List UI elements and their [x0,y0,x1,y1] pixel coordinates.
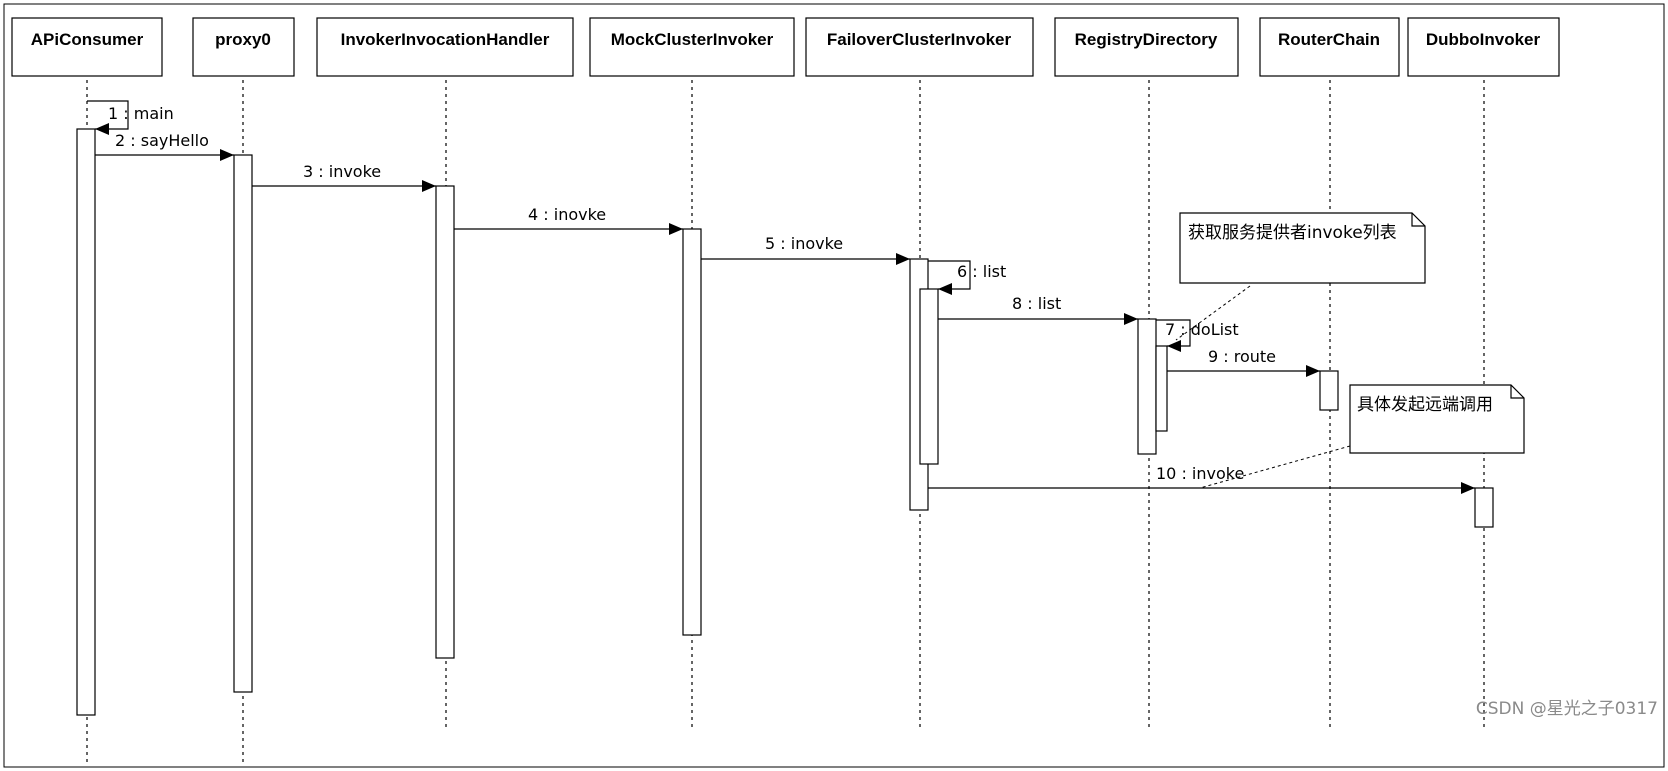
message-label-m10: 10 : invoke [1156,464,1244,483]
participant-box-invokerinvocationhandler [316,17,574,77]
activation-apiconsumer [76,128,96,716]
message-arrow-m7 [1156,319,1191,352]
participant-label-dubboinvoker: DubboInvoker [1426,30,1541,49]
message-label-m3: 3 : invoke [303,162,381,181]
note-fold-invoke-list [1411,213,1425,227]
message-label-m1: 1 : main [108,104,174,123]
message-arrow-m6 [928,260,971,295]
participant-label-mockclusterinvoker: MockClusterInvoker [611,30,774,49]
activation-dubboinvoker [1474,487,1494,528]
activation-mockclusterinvoker [682,228,702,636]
note-connector-remote-call [1199,445,1351,489]
message-arrows [87,100,1475,494]
participant-box-apiconsumer [11,17,163,77]
message-label-m4: 4 : inovke [528,205,606,224]
participants: APiConsumer proxy0 InvokerInvocationHand… [11,17,1560,77]
participant-box-registrydirectory [1054,17,1239,77]
participant-label-apiconsumer: APiConsumer [31,30,144,49]
participant-box-failoverclusterinvoker [805,17,1034,77]
message-arrow-m1 [87,100,129,135]
activation-registrydirectory-dolist [1155,345,1168,432]
participant-box-proxy0 [192,17,295,77]
note-text-invoke-list: 获取服务提供者invoke列表 [1188,223,1397,243]
participant-label-routerchain: RouterChain [1278,30,1380,49]
notes: 获取服务提供者invoke列表 具体发起远端调用 [1179,212,1525,454]
participant-label-invokerinvocationhandler: InvokerInvocationHandler [341,30,550,49]
message-labels: 1 : main 2 : sayHello 3 : invoke 4 : ino… [108,104,1276,483]
participant-box-dubboinvoker [1407,17,1560,77]
watermark: CSDN @星光之子0317 [1476,699,1658,719]
message-label-m6: 6 : list [957,262,1006,281]
participant-label-registrydirectory: RegistryDirectory [1075,30,1218,49]
activations [76,128,1494,716]
note-connectors [1175,285,1351,489]
message-label-m9: 9 : route [1208,347,1276,366]
message-label-m2: 2 : sayHello [115,131,209,150]
message-label-m5: 5 : inovke [765,234,843,253]
activation-invokerinvocationhandler [435,185,455,659]
activation-failoverclusterinvoker-list [919,288,939,465]
message-label-m8: 8 : list [1012,294,1061,313]
activation-proxy0 [233,154,253,693]
note-shape-remote-call [1349,384,1525,454]
message-label-m7: 7 : doList [1165,320,1239,339]
activation-registrydirectory [1137,318,1157,455]
note-fold-remote-call [1510,385,1524,399]
participant-label-failoverclusterinvoker: FailoverClusterInvoker [827,30,1012,49]
participant-box-routerchain [1259,17,1400,77]
note-shape-invoke-list [1179,212,1426,284]
note-text-remote-call: 具体发起远端调用 [1357,395,1493,415]
activation-routerchain [1319,370,1339,411]
participant-box-mockclusterinvoker [589,17,795,77]
participant-label-proxy0: proxy0 [215,30,271,49]
